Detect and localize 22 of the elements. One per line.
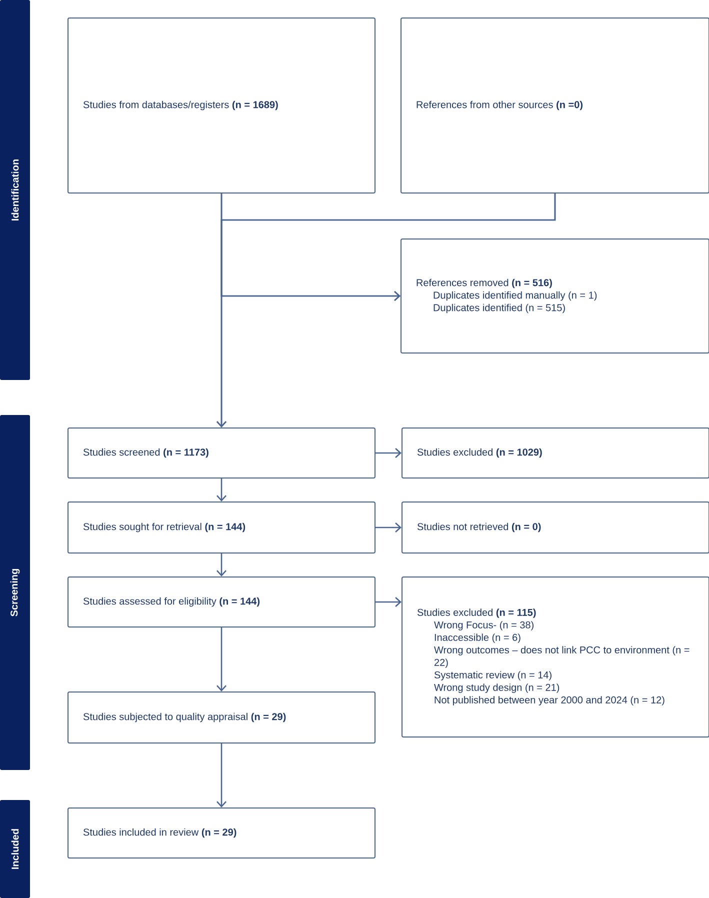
process-box: Studies screened (n = 1173): [68, 428, 376, 478]
arrow: [376, 522, 402, 532]
process-box: Studies sought for retrieval (n = 144): [68, 502, 376, 554]
stage-band: Identification: [0, 0, 30, 380]
process-box: Studies excluded (n = 1029): [402, 428, 709, 478]
arrow: [376, 597, 402, 607]
arrow: [216, 478, 226, 502]
arrow: [216, 744, 226, 808]
process-box: References from other sources (n =0): [400, 18, 709, 194]
process-box: Studies excluded (n = 115) Wrong Focus- (n = 38) Inaccessible (n = 6) Wrong outcomes – does not link PCC to environment (n = 22) Systematic review (n = 14) Wrong study design (n = 21) Not published between year 2000 and 2024 (n = 12): [402, 576, 709, 738]
arrow: [216, 628, 226, 692]
process-box: Studies included in review (n = 29): [68, 808, 376, 858]
process-box: References removed (n = 516) Duplicates identified manually (n = 1) Duplicates identified (n = 515): [400, 238, 709, 354]
process-box: Studies assessed for eligibility (n = 144): [68, 576, 376, 628]
process-box: Studies from databases/registers (n = 1689): [68, 18, 376, 194]
process-box: Studies not retrieved (n = 0): [402, 502, 709, 554]
stage-band: Screening: [0, 415, 30, 770]
stage-band: Included: [0, 800, 30, 898]
process-box: Studies subjected to quality appraisal (n = 29): [68, 692, 376, 744]
arrow: [220, 194, 556, 301]
arrow: [216, 554, 226, 576]
arrow: [376, 448, 402, 458]
